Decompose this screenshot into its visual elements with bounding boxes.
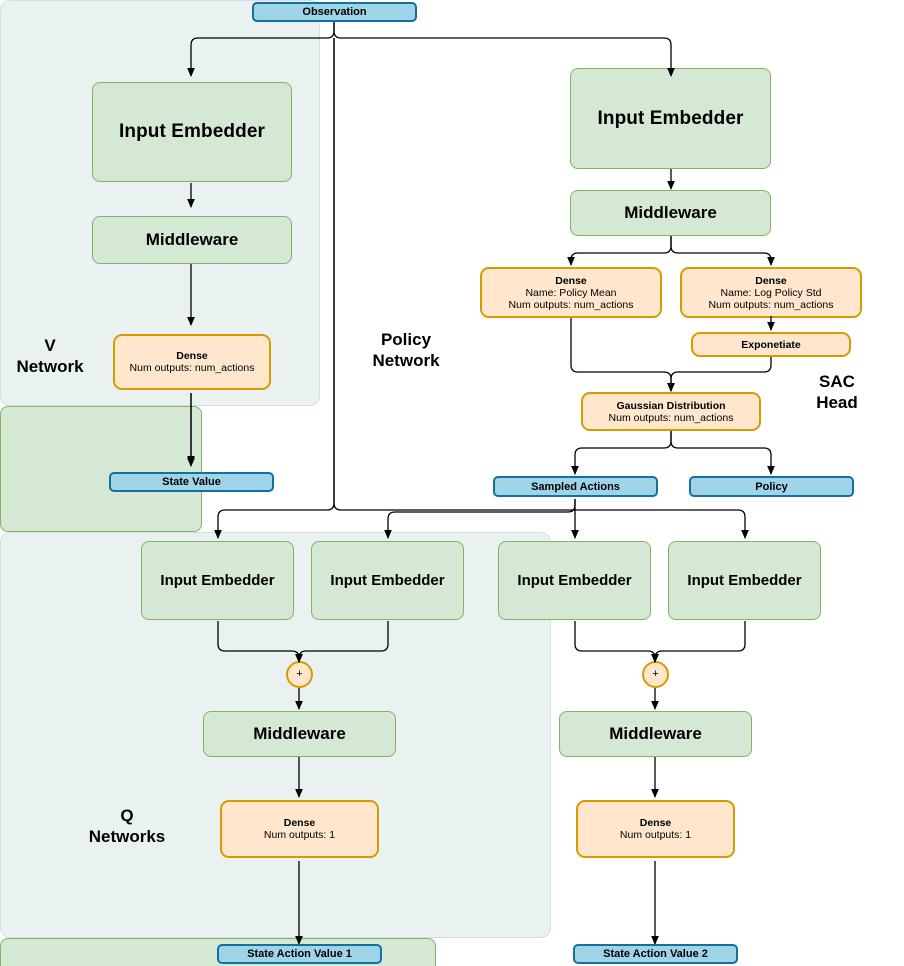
v-input-embedder[interactable]: Input Embedder (92, 82, 292, 182)
policy-input-embedder-label: Input Embedder (597, 107, 744, 129)
policy-dense-log-std[interactable]: Dense Name: Log Policy Std Num outputs: … (680, 267, 862, 318)
policy-dense-log-std-outputs: Num outputs: num_actions (708, 298, 834, 311)
io-node-state-action-value-1[interactable]: State Action Value 1 (217, 944, 382, 964)
q2-middleware[interactable]: Middleware (559, 711, 752, 757)
q1-middleware[interactable]: Middleware (203, 711, 396, 757)
policy-dense-mean[interactable]: Dense Name: Policy Mean Num outputs: num… (480, 267, 662, 318)
io-node-state-value[interactable]: State Value (109, 472, 274, 492)
group-label-q-networks: Q Networks (88, 806, 166, 846)
q1-dense[interactable]: Dense Num outputs: 1 (220, 800, 379, 858)
v-head-wrapper (0, 406, 202, 532)
sampled-actions-label: Sampled Actions (531, 480, 620, 493)
policy-dense-mean-title: Dense (555, 274, 587, 287)
q1-add-label: + (296, 668, 303, 680)
v-middleware-label: Middleware (145, 230, 239, 249)
group-label-policy-network: Policy Network (372, 330, 440, 370)
v-dense-title: Dense (176, 350, 208, 362)
q1-input-embedder-a[interactable]: Input Embedder (141, 541, 294, 620)
group-label-v-network: V Network (16, 336, 84, 376)
policy-dense-mean-outputs: Num outputs: num_actions (508, 298, 634, 311)
v-dense[interactable]: Dense Num outputs: num_actions (113, 334, 271, 390)
policy-dense-log-std-name: Name: Log Policy Std (720, 286, 822, 299)
q2-dense-title: Dense (639, 817, 672, 829)
q1-add-operator[interactable]: + (286, 661, 313, 688)
policy-middleware-label: Middleware (624, 203, 717, 222)
io-node-observation[interactable]: Observation (252, 2, 417, 22)
q1-dense-outputs: Num outputs: 1 (263, 829, 336, 841)
io-node-sampled-actions[interactable]: Sampled Actions (493, 476, 658, 497)
group-label-sac-head: SAC Head (816, 372, 858, 412)
q1-middleware-label: Middleware (253, 724, 346, 743)
q2-add-operator[interactable]: + (642, 661, 669, 688)
policy-exponetiate-label: Exponetiate (741, 338, 801, 351)
policy-label: Policy (755, 480, 788, 493)
policy-gaussian-distribution[interactable]: Gaussian Distribution Num outputs: num_a… (581, 392, 761, 431)
q2-dense[interactable]: Dense Num outputs: 1 (576, 800, 735, 858)
policy-middleware[interactable]: Middleware (570, 190, 771, 236)
policy-gaussian-title: Gaussian Distribution (616, 399, 726, 412)
state-action-value-1-label: State Action Value 1 (247, 948, 352, 960)
q1-input-embedder-a-label: Input Embedder (160, 572, 275, 589)
io-node-policy[interactable]: Policy (689, 476, 854, 497)
v-middleware[interactable]: Middleware (92, 216, 292, 264)
q2-add-label: + (652, 668, 659, 680)
policy-input-embedder[interactable]: Input Embedder (570, 68, 771, 169)
io-node-state-action-value-2[interactable]: State Action Value 2 (573, 944, 738, 964)
policy-dense-log-std-title: Dense (755, 274, 787, 287)
policy-gaussian-outputs: Num outputs: num_actions (608, 411, 734, 424)
observation-label: Observation (302, 6, 367, 18)
state-action-value-2-label: State Action Value 2 (603, 948, 708, 960)
policy-dense-mean-name: Name: Policy Mean (525, 286, 617, 299)
q2-middleware-label: Middleware (609, 724, 702, 743)
q2-input-embedder-b[interactable]: Input Embedder (668, 541, 821, 620)
q2-input-embedder-a[interactable]: Input Embedder (498, 541, 651, 620)
v-dense-outputs: Num outputs: num_actions (129, 362, 255, 374)
state-value-label: State Value (162, 476, 221, 488)
q1-input-embedder-b[interactable]: Input Embedder (311, 541, 464, 620)
q1-input-embedder-b-label: Input Embedder (330, 572, 445, 589)
q1-dense-title: Dense (283, 817, 316, 829)
v-input-embedder-label: Input Embedder (118, 121, 265, 142)
q2-dense-outputs: Num outputs: 1 (619, 829, 692, 841)
q2-input-embedder-b-label: Input Embedder (687, 572, 802, 589)
policy-exponetiate[interactable]: Exponetiate (691, 332, 851, 357)
q2-input-embedder-a-label: Input Embedder (517, 572, 632, 589)
